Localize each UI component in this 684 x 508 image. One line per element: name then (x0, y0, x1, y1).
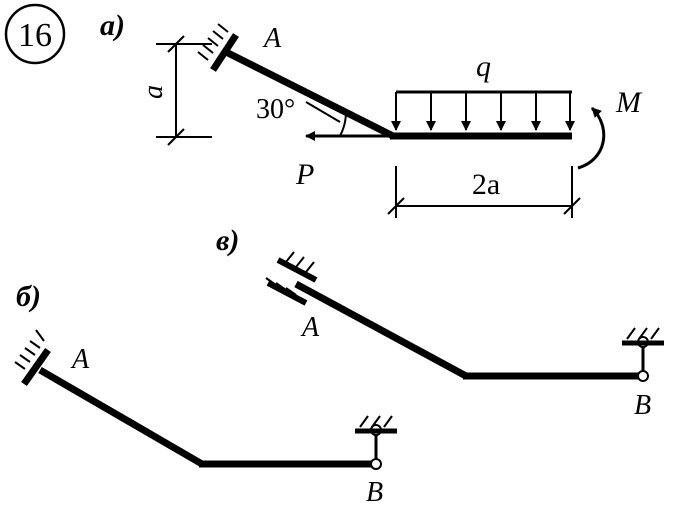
part-a-load-q-label: q (476, 50, 491, 83)
part-a-force-P-label: P (295, 158, 314, 191)
part-a-diagram: а) A a 30° P (100, 9, 643, 218)
part-a-angle-arc (339, 111, 347, 137)
part-a-fixed-support-icon (197, 23, 239, 72)
part-a-angle-leader (305, 101, 341, 123)
part-v-label: в) (216, 224, 239, 257)
part-b-label-A: A (70, 344, 90, 375)
part-b-diagram: б) A B (14, 280, 397, 508)
part-b-fixed-support-icon (14, 329, 51, 387)
part-b-label: б) (16, 280, 41, 313)
problem-number-badge: 16 (4, 3, 66, 65)
part-v-pin-support-icon (622, 327, 664, 382)
part-v-inclined-member (294, 280, 468, 380)
part-a-label-A: A (262, 23, 282, 54)
part-b-inclined-member (38, 366, 204, 468)
part-a-dimension-2a (387, 166, 581, 218)
part-v-diagram: в) A B (216, 224, 664, 421)
part-v-label-B: B (634, 390, 651, 421)
part-b-label-B: B (366, 477, 383, 508)
part-a-dimension-a (156, 35, 212, 146)
part-a-dim-a-label: a (138, 85, 169, 99)
part-a-moment-M-label: M (615, 86, 643, 119)
problem-number: 16 (18, 17, 52, 54)
part-a-inclined-member (224, 48, 395, 140)
part-b-pin-support-icon (355, 415, 397, 470)
part-a-dim-2a-label: 2a (472, 168, 500, 201)
part-a-distributed-load (391, 90, 575, 131)
part-a-moment-M-arrow (577, 106, 606, 170)
part-a-label: а) (100, 9, 125, 42)
part-a-angle-label: 30° (256, 94, 295, 125)
part-v-sliding-support-icon (265, 251, 318, 306)
part-v-label-A: A (300, 312, 320, 343)
